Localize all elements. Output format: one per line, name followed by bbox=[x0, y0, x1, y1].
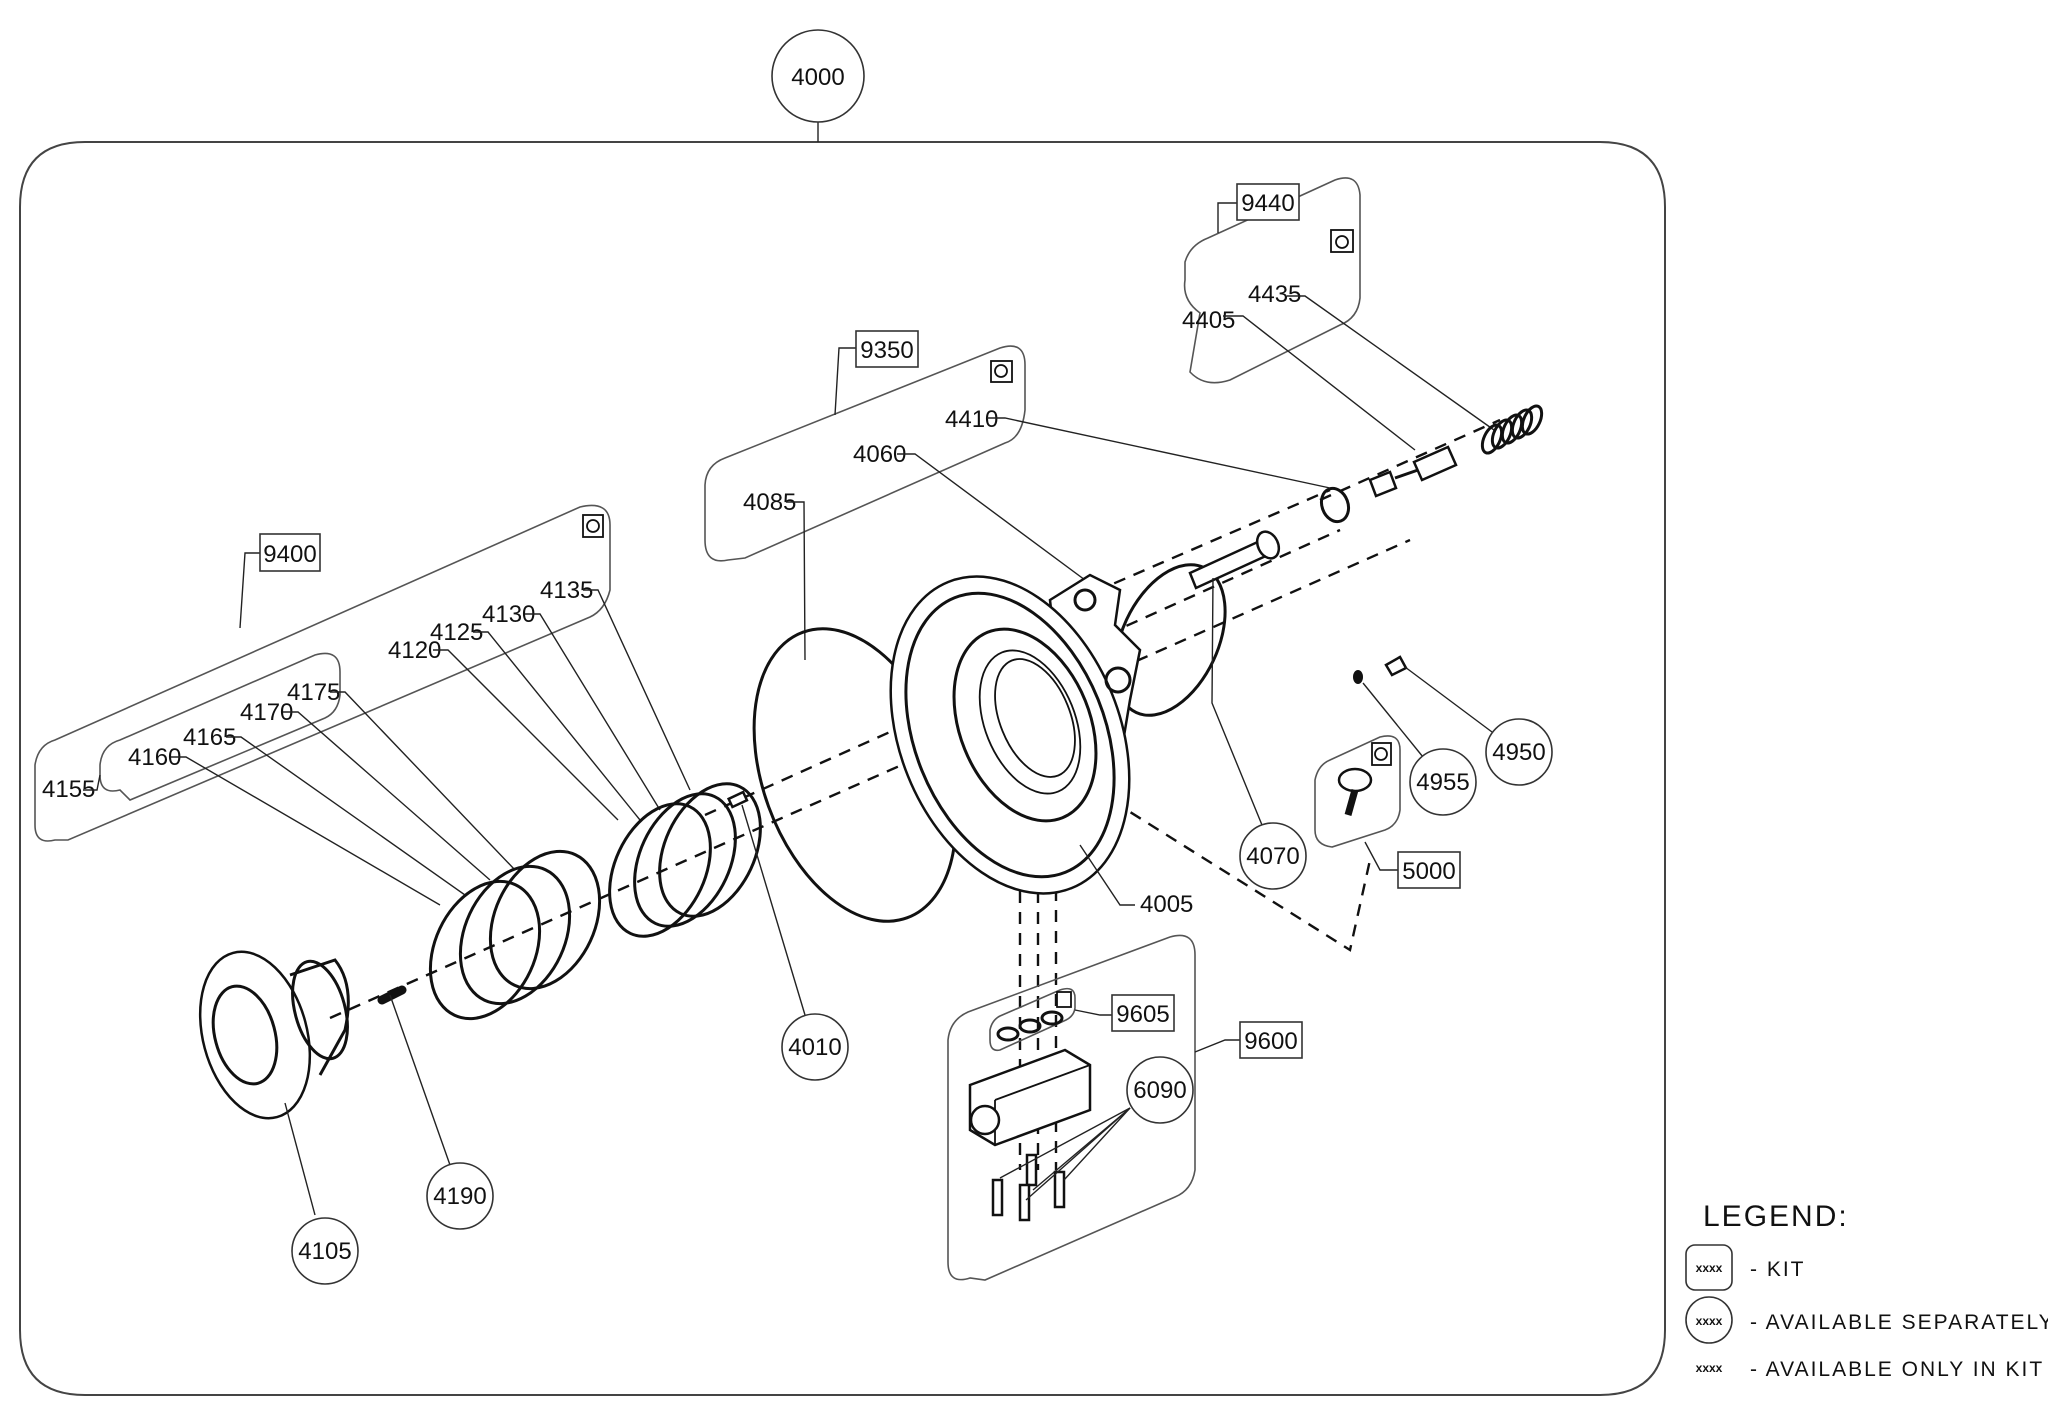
balloon-6090[interactable]: 6090 bbox=[1126, 1056, 1194, 1124]
kit-icon-inner bbox=[586, 519, 600, 533]
kit-tag-9440[interactable]: 9440 bbox=[1236, 183, 1300, 221]
drain-axis bbox=[1094, 788, 1372, 952]
legend-placeholder: xxxx bbox=[1696, 1361, 1723, 1375]
kit-tag-9600[interactable]: 9600 bbox=[1239, 1021, 1303, 1059]
part-number: 4010 bbox=[788, 1034, 841, 1061]
shaft-4105[interactable] bbox=[183, 939, 357, 1130]
check-valve-5000[interactable] bbox=[1337, 767, 1373, 816]
seal-rings-4160-4175[interactable] bbox=[409, 834, 620, 1037]
part-number: 9350 bbox=[860, 337, 913, 364]
kit-9350-group: 9350 4410 4060 4085 bbox=[704, 330, 1331, 661]
legend-placeholder: xxxx bbox=[1696, 1261, 1723, 1275]
label-4005[interactable]: 4005 bbox=[1140, 891, 1193, 918]
kit-tag-5000[interactable]: 5000 bbox=[1397, 851, 1461, 889]
kit-icon bbox=[1330, 229, 1354, 253]
subkit-9605-boundary bbox=[989, 987, 1076, 1052]
label-4410[interactable]: 4410 bbox=[945, 406, 998, 433]
kit-tag-9605[interactable]: 9605 bbox=[1111, 994, 1175, 1032]
kit-icon bbox=[582, 514, 604, 538]
kit-9440-group: 9440 4435 4405 bbox=[1182, 177, 1495, 451]
spool-4405[interactable] bbox=[1368, 445, 1458, 498]
pin-4070[interactable] bbox=[1188, 528, 1283, 590]
seal-rings-4120-4135[interactable] bbox=[590, 768, 781, 953]
pin-4190[interactable] bbox=[377, 985, 407, 1005]
balloon-4950[interactable]: 4950 bbox=[1485, 718, 1553, 786]
part-number: 4955 bbox=[1416, 769, 1469, 796]
kit-9400-group: 9400 4155 4135 4130 4125 4120 4175 4170 … bbox=[34, 504, 691, 906]
legend-title: LEGEND: bbox=[1703, 1200, 1849, 1233]
part-number: 9400 bbox=[263, 541, 316, 568]
legend-kit-symbol bbox=[1685, 1244, 1733, 1291]
kit-icon-inner bbox=[1374, 747, 1388, 761]
balloon-4955[interactable]: 4955 bbox=[1409, 748, 1477, 816]
seal-4955[interactable] bbox=[1353, 670, 1363, 684]
kit-boundary bbox=[704, 345, 1026, 562]
part-number: 4950 bbox=[1492, 739, 1545, 766]
legend: LEGEND: xxxx - KIT xxxx - AVAILABLE SEPA… bbox=[1685, 1200, 2048, 1381]
part-number: 4190 bbox=[433, 1183, 486, 1210]
part-number: 4070 bbox=[1246, 843, 1299, 870]
kit-icon-inner bbox=[1335, 235, 1349, 249]
dowel-4010[interactable] bbox=[726, 790, 749, 809]
housing-4005[interactable] bbox=[846, 541, 1174, 929]
kit-icon bbox=[990, 360, 1013, 383]
balloon-4190[interactable]: 4190 bbox=[426, 1162, 494, 1230]
balloon-4010[interactable]: 4010 bbox=[781, 1013, 849, 1081]
ring-4410[interactable] bbox=[1317, 485, 1353, 526]
kit-boundary bbox=[34, 504, 611, 842]
part-number: 4000 bbox=[791, 64, 844, 91]
port-seals-9605[interactable] bbox=[996, 1010, 1064, 1042]
kit-boundary bbox=[1314, 735, 1401, 848]
part-number: 4105 bbox=[298, 1238, 351, 1265]
legend-placeholder: xxxx bbox=[1696, 1314, 1723, 1328]
part-number: 9600 bbox=[1244, 1028, 1297, 1055]
subkit-4155-boundary bbox=[99, 652, 341, 801]
balloon-4105[interactable]: 4105 bbox=[291, 1217, 359, 1285]
main-axis bbox=[329, 538, 1411, 1020]
label-4405[interactable]: 4405 bbox=[1182, 307, 1235, 334]
legend-separate-symbol bbox=[1685, 1296, 1733, 1344]
part-number: 9605 bbox=[1116, 1001, 1169, 1028]
kit-9600-group: 9600 9605 60 bbox=[947, 934, 1303, 1281]
legend-item-only-in-kit: - AVAILABLE ONLY IN KIT bbox=[1750, 1358, 2044, 1381]
plug-4950[interactable] bbox=[1384, 655, 1408, 677]
kit-boundary bbox=[1183, 177, 1361, 384]
valve-axis bbox=[1319, 418, 1501, 502]
kit-icon bbox=[1371, 742, 1392, 766]
kit-5000-group: 5000 bbox=[1314, 735, 1461, 889]
kit-icon bbox=[1056, 991, 1072, 1008]
assembly-frame bbox=[19, 141, 1666, 1396]
balloon-4000[interactable]: 4000 bbox=[771, 29, 865, 123]
spring-4435[interactable] bbox=[1478, 403, 1545, 456]
kit-tag-9350[interactable]: 9350 bbox=[855, 330, 919, 368]
part-number: 5000 bbox=[1402, 858, 1455, 885]
kit-boundary bbox=[947, 934, 1196, 1281]
screws-6090[interactable] bbox=[991, 1153, 1066, 1222]
upper-axis bbox=[704, 528, 1341, 817]
legend-item-kit: - KIT bbox=[1750, 1258, 1806, 1281]
kit-icon-inner bbox=[994, 364, 1008, 378]
legend-item-separately: - AVAILABLE SEPARATELY bbox=[1750, 1311, 2048, 1334]
balloon-4070[interactable]: 4070 bbox=[1239, 822, 1307, 890]
part-number: 6090 bbox=[1133, 1077, 1186, 1104]
label-4435[interactable]: 4435 bbox=[1248, 281, 1301, 308]
part-number: 9440 bbox=[1241, 190, 1294, 217]
manifold-block[interactable] bbox=[968, 1048, 1092, 1147]
kit-tag-9400[interactable]: 9400 bbox=[259, 533, 321, 572]
label-4120[interactable]: 4120 bbox=[388, 637, 441, 664]
